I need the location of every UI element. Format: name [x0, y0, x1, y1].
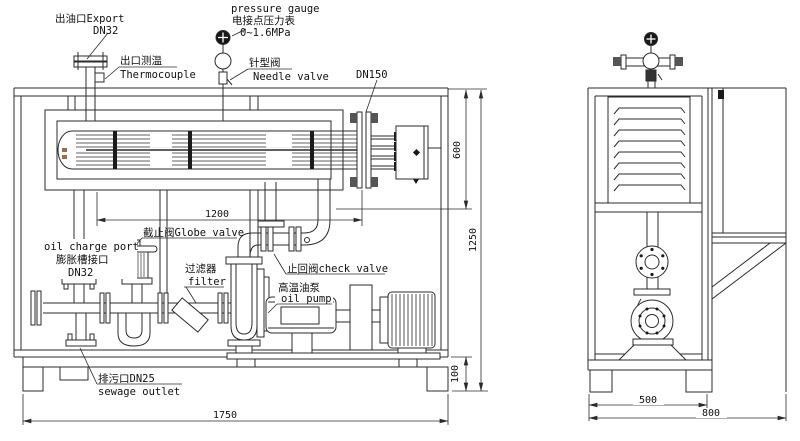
heater-vessel [44, 109, 441, 191]
oil-charge-flange [61, 277, 97, 303]
heater-flange [350, 111, 378, 189]
front-labels: 出油口Export DN32 pressure gauge 电接点压力表 0~1… [41, 3, 388, 398]
side-cabinet [587, 87, 713, 393]
label-oil-charge-size: DN32 [68, 267, 93, 279]
coupling-guard [349, 284, 373, 351]
label-check-valve: 止回阀check valve [287, 262, 388, 275]
label-oil-pump-cn: 高温油泵 [278, 281, 320, 294]
label-needle-valve-cn: 针型阀 [249, 56, 281, 69]
front-view: 1200 600 1250 100 1750 出油口Export DN32 [13, 3, 488, 425]
dim-800: 800 [702, 408, 720, 419]
pump-baseplate [226, 352, 441, 360]
dim-500: 500 [639, 395, 657, 406]
side-pump-column [617, 212, 688, 361]
label-pressure-gauge-en: pressure gauge [231, 3, 320, 15]
terminal-box [395, 125, 441, 184]
side-right-foot [685, 369, 713, 393]
label-oil-charge-cn: 膨胀槽接口 [56, 253, 109, 266]
side-left-foot [589, 369, 613, 393]
dim-1750: 1750 [213, 410, 237, 421]
label-oil-pump-en: oil pump [281, 293, 332, 305]
pressure-gauge-assembly [214, 30, 233, 121]
oil-pump-train [225, 256, 441, 368]
label-outlet-temp-cn: 出口测温 [120, 54, 162, 67]
label-sewage-en: sewage outlet [98, 386, 180, 398]
tube-bundle [57, 130, 358, 170]
label-outlet-temp-en: Thermocouple [120, 69, 196, 81]
front-frame [13, 87, 449, 392]
side-right-panel [708, 87, 787, 392]
dim-600: 600 [452, 141, 463, 159]
label-globe-valve: 截止阀Globe valve [143, 226, 244, 239]
dim-1200: 1200 [205, 209, 229, 220]
front-dimensions: 1200 600 1250 100 1750 [22, 88, 488, 425]
label-outlet-size: DN32 [93, 25, 118, 37]
side-pipe-flange [635, 245, 669, 279]
outlet-pipe [73, 52, 108, 121]
label-filter-cn: 过滤器 [185, 262, 217, 275]
side-view: 500 800 [587, 32, 787, 421]
dim-1250: 1250 [468, 228, 479, 252]
discharge-piping [237, 179, 331, 258]
label-filter-en: filter [188, 276, 226, 288]
dim-100: 100 [450, 365, 461, 383]
side-gauge-assembly [613, 32, 683, 88]
label-outlet-port: 出油口Export [55, 12, 124, 25]
front-right-foot [426, 366, 449, 392]
thermocouple-boss [94, 72, 105, 83]
pump-volute [230, 263, 258, 341]
label-needle-valve-en: Needle valve [253, 71, 329, 83]
label-oil-charge-en: oil charge port [44, 241, 139, 253]
filter-strainer [171, 297, 209, 333]
label-dn150: DN150 [356, 69, 388, 81]
drain-trap [117, 313, 151, 347]
check-valve [288, 226, 295, 252]
sewage-outlet-flange [65, 313, 97, 347]
side-pump-pedestal [617, 344, 688, 361]
louver-panel [607, 96, 691, 204]
side-dimensions: 500 800 [588, 394, 787, 421]
front-left-foot [22, 366, 44, 392]
motor [387, 291, 436, 354]
side-pump-volute [630, 299, 674, 343]
label-pressure-range: 0~1.6MPa [240, 27, 291, 39]
label-pressure-gauge-cn: 电接点压力表 [232, 14, 295, 27]
label-sewage-cn: 排污口DN25 [98, 372, 155, 385]
needle-valve [218, 71, 228, 85]
